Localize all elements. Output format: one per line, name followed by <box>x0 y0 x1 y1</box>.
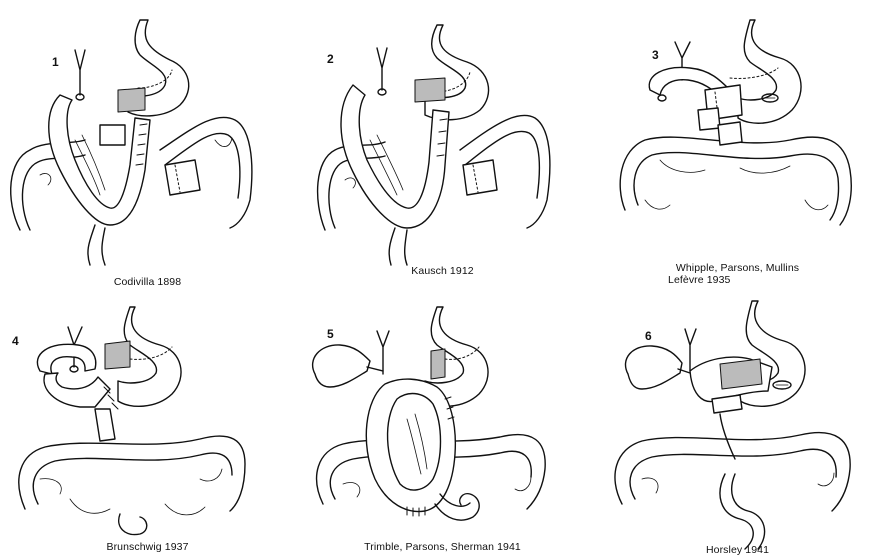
caption-line: Brunschwig 1937 <box>0 541 295 553</box>
surgical-diagram-3 <box>590 0 885 279</box>
panel-4-brunschwig: 4 Brunschwig 1937 <box>0 279 295 558</box>
surgical-diagram-4 <box>0 279 295 558</box>
caption-line: Kausch 1912 <box>295 265 590 277</box>
surgical-diagram-6 <box>590 279 885 558</box>
caption-5: Trimble, Parsons, Sherman 1941 <box>295 541 590 553</box>
panel-6-horsley: 6 Horsley 1941 <box>590 279 885 558</box>
caption-line: Whipple, Parsons, Mullins <box>590 262 885 274</box>
surgical-diagram-1 <box>0 0 295 279</box>
panel-3-whipple: 3 Whipple, Parsons, Mullins Lefèvre 1935 <box>590 0 885 279</box>
panel-5-trimble: 5 Trimble, Parsons, Sherman 1941 <box>295 279 590 558</box>
panel-2-kausch: 2 Kausch 1912 <box>295 0 590 279</box>
surgical-diagram-5 <box>295 279 590 558</box>
caption-line: Trimble, Parsons, Sherman 1941 <box>295 541 590 553</box>
caption-line: Horsley 1941 <box>590 544 885 556</box>
caption-4: Brunschwig 1937 <box>0 541 295 553</box>
caption-2: Kausch 1912 <box>295 265 590 277</box>
panel-1-codivilla: 1 Codivilla 1898 <box>0 0 295 279</box>
caption-6: Horsley 1941 <box>590 544 885 556</box>
surgical-diagram-2 <box>295 0 590 279</box>
